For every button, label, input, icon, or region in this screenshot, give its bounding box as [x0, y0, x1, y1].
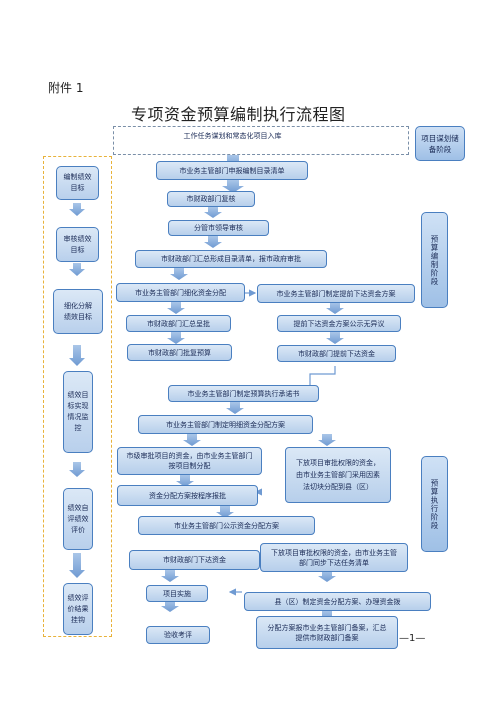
flow-node-19: 下放项目审批权限的资金，由市业务主管部门同步下达任务清单	[260, 543, 408, 572]
left-step-4: 绩效目标实现情况监控	[63, 371, 93, 453]
flow-node-4: 分管市领导审核	[168, 220, 269, 236]
flow-node-2: 市业务主管部门申报编制目录清单	[156, 161, 308, 180]
flow-node-17: 市业务主管部门公示资金分配方案	[138, 516, 315, 535]
flow-node-11: 市财政部门提前下达资金	[277, 345, 396, 362]
flow-node-12: 市业务主管部门制定预算执行承诺书	[168, 385, 319, 402]
planning-region	[113, 126, 409, 155]
flow-node-22: 验收考评	[146, 626, 210, 644]
left-step-2: 审核绩效目标	[56, 227, 99, 262]
left-step-5: 绩效自评绩效评价	[63, 488, 93, 550]
flow-node-3: 市财政部门复核	[167, 191, 255, 207]
flow-node-18: 市财政部门下达资金	[129, 550, 260, 570]
flow-node-10: 市财政部门批复预算	[127, 344, 232, 361]
flow-node-15: 下放项目审批权限的资金，由市业务主管部门采用因素法切块分配到县（区）	[285, 447, 391, 503]
left-step-6: 绩效评价结果挂钩	[63, 583, 93, 635]
flow-node-8: 市财政部门汇总呈批	[126, 315, 231, 332]
flow-node-16: 资金分配方案按程序报批	[117, 485, 258, 506]
stage-execution: 预算执行阶段	[421, 456, 448, 552]
flow-node-5: 市财政部门汇总形成目录清单，报市政府审批	[135, 250, 327, 268]
flow-node-14: 市级审批项目的资金，由市业务主管部门按项目制分配	[117, 447, 262, 475]
attachment-label: 附件 1	[48, 81, 84, 95]
left-step-3: 细化分解绩效目标	[53, 289, 103, 334]
flow-node-9: 提前下达资金方案公示无异议	[277, 315, 401, 332]
left-step-1: 编制绩效目标	[56, 166, 99, 200]
page-number: —1—	[399, 633, 426, 644]
flow-node-7: 市业务主管部门制定提前下达资金方案	[257, 284, 415, 303]
flow-node-20: 项目实施	[146, 585, 208, 602]
flow-node-21: 县（区）制定资金分配方案、办理资金拨	[244, 592, 431, 611]
left-goal-column	[43, 156, 112, 637]
flow-node-6: 市业务主管部门细化资金分配	[116, 283, 245, 302]
flow-node-13: 市业务主管部门制定明细资金分配方案	[138, 415, 313, 434]
page-title: 专项资金预算编制执行流程图	[131, 105, 346, 124]
stage-budgeting: 预算编制阶段	[421, 212, 448, 308]
stage-planning: 项目谋划储备阶段	[415, 126, 465, 161]
flow-node-23: 分配方案报市业务主管部门备案，汇总提供市财政部门备案	[256, 616, 398, 649]
flow-node-1: 工作任务谋划和常态化项目入库	[183, 132, 282, 140]
